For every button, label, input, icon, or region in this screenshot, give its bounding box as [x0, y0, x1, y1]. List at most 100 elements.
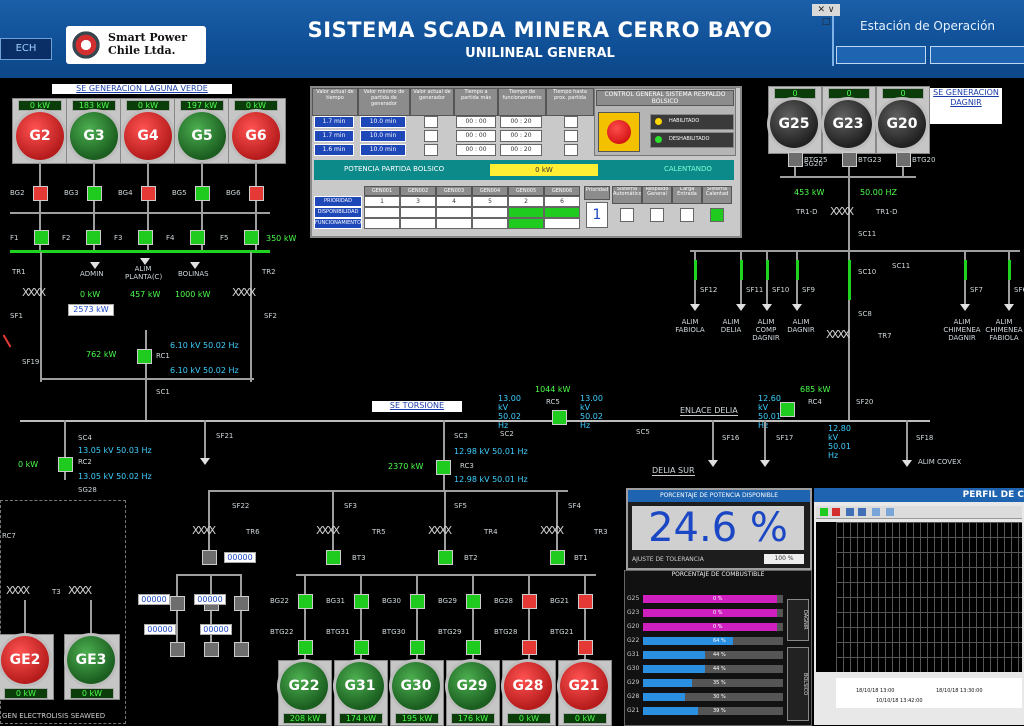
breaker-btg28[interactable]	[522, 640, 537, 655]
trend-play-icon[interactable]	[820, 508, 828, 516]
tolerance-value[interactable]: 100 %	[764, 554, 804, 564]
breaker-btg20[interactable]	[896, 152, 911, 167]
generator-g25[interactable]: G25	[770, 100, 818, 148]
breaker-bt1[interactable]	[550, 550, 565, 565]
breaker-rc5[interactable]	[552, 410, 567, 425]
cp-check[interactable]	[424, 130, 438, 142]
gen-priority[interactable]: 6	[544, 196, 580, 207]
cp-time[interactable]: 1.6 min	[314, 144, 354, 156]
breaker-btg22[interactable]	[298, 640, 313, 655]
breaker-tr6-low-1[interactable]	[204, 642, 219, 657]
cp-check[interactable]	[424, 144, 438, 156]
cp-min[interactable]: 10.0 min	[360, 116, 406, 128]
breaker-rc2[interactable]	[58, 457, 73, 472]
emergency-stop-button[interactable]	[598, 112, 640, 152]
window-controls[interactable]: ✕ ∨ □	[812, 4, 840, 27]
breaker-bg3[interactable]	[87, 186, 102, 201]
side-toggle[interactable]	[650, 208, 664, 222]
gen-priority[interactable]: 5	[472, 196, 508, 207]
trend-print-icon[interactable]	[872, 508, 880, 516]
breaker-bg21[interactable]	[578, 594, 593, 609]
generator-g29[interactable]: G29	[448, 662, 496, 710]
setpoint-input[interactable]: 00000	[194, 594, 226, 605]
breaker-rc1[interactable]	[137, 349, 152, 364]
breaker-bg29[interactable]	[466, 594, 481, 609]
deshabilitado-indicator[interactable]: DESHABILITADO	[650, 132, 734, 148]
gen-priority[interactable]: 2	[508, 196, 544, 207]
cp-check[interactable]	[424, 116, 438, 128]
link-dagnir[interactable]: SE GENERACION DAGNIR	[930, 88, 1002, 124]
link-torsione[interactable]: SE TORSIONE	[372, 401, 462, 412]
breaker-rc4[interactable]	[780, 402, 795, 417]
breaker-feeder-1[interactable]	[34, 230, 49, 245]
breaker-btg29[interactable]	[466, 640, 481, 655]
setpoint-input[interactable]: 00000	[144, 624, 176, 635]
generator-g2[interactable]: G2	[16, 112, 64, 160]
trend-settings-icon[interactable]	[886, 508, 894, 516]
generator-g20[interactable]: G20	[878, 100, 926, 148]
generator-ge3[interactable]: GE3	[67, 636, 115, 684]
side-toggle[interactable]	[710, 208, 724, 222]
generator-g3[interactable]: G3	[70, 112, 118, 160]
gen-priority[interactable]: 3	[400, 196, 436, 207]
generator-g30[interactable]: G30	[392, 662, 440, 710]
generator-g4[interactable]: G4	[124, 112, 172, 160]
generator-g22[interactable]: G22	[280, 662, 328, 710]
breaker-btg30[interactable]	[410, 640, 425, 655]
generator-g6[interactable]: G6	[232, 112, 280, 160]
cp-time[interactable]: 1.7 min	[314, 130, 354, 142]
trend-pan-icon[interactable]	[858, 508, 866, 516]
side-toggle[interactable]	[620, 208, 634, 222]
cp-check-2[interactable]	[564, 130, 578, 142]
cp-min[interactable]: 10.0 min	[360, 144, 406, 156]
breaker-bg28[interactable]	[522, 594, 537, 609]
generator-g23[interactable]: G23	[824, 100, 872, 148]
breaker-feeder-3[interactable]	[138, 230, 153, 245]
generator-g28[interactable]: G28	[504, 662, 552, 710]
breaker-bg2[interactable]	[33, 186, 48, 201]
breaker-btg23[interactable]	[842, 152, 857, 167]
setpoint-input[interactable]: 00000	[138, 594, 170, 605]
station-field-2[interactable]	[930, 46, 1024, 64]
breaker-bt2[interactable]	[438, 550, 453, 565]
generator-g5[interactable]: G5	[178, 112, 226, 160]
breaker-btg21[interactable]	[578, 640, 593, 655]
breaker-bg6[interactable]	[249, 186, 264, 201]
breaker-bg5[interactable]	[195, 186, 210, 201]
gen-priority[interactable]: 1	[364, 196, 400, 207]
breaker-btg31[interactable]	[354, 640, 369, 655]
gen-priority[interactable]: 4	[436, 196, 472, 207]
generator-g21[interactable]: G21	[560, 662, 608, 710]
breaker-feeder-5[interactable]	[244, 230, 259, 245]
breaker-feeder-4[interactable]	[190, 230, 205, 245]
breaker-bg4[interactable]	[141, 186, 156, 201]
habilitado-indicator[interactable]: HABILITADO	[650, 114, 734, 130]
setpoint-input[interactable]: 00000	[224, 552, 256, 563]
breaker-bg22[interactable]	[298, 594, 313, 609]
breaker-bg31[interactable]	[354, 594, 369, 609]
breaker-tr6-0[interactable]	[170, 596, 185, 611]
link-laguna-verde[interactable]: SE GENERACION LAGUNA VERDE	[52, 84, 232, 94]
trend-zoom-icon[interactable]	[846, 508, 854, 516]
cp-check-2[interactable]	[564, 144, 578, 156]
breaker-tr6-low-2[interactable]	[234, 642, 249, 657]
prioridad-value[interactable]: 1	[586, 202, 608, 228]
trend-toolbar[interactable]	[816, 506, 1022, 519]
breaker-rc3[interactable]	[436, 460, 451, 475]
setpoint-input[interactable]: 00000	[200, 624, 232, 635]
breaker-tr6-2[interactable]	[234, 596, 249, 611]
station-field-1[interactable]	[836, 46, 926, 64]
breaker-bt3[interactable]	[326, 550, 341, 565]
breaker-tr6-low-0[interactable]	[170, 642, 185, 657]
breaker-tr6[interactable]	[202, 550, 217, 565]
breaker-bg30[interactable]	[410, 594, 425, 609]
cp-time[interactable]: 1.7 min	[314, 116, 354, 128]
cp-check-2[interactable]	[564, 116, 578, 128]
trend-plot[interactable]	[836, 522, 1022, 672]
generator-ge2[interactable]: GE2	[1, 636, 49, 684]
cp-min[interactable]: 10.0 min	[360, 130, 406, 142]
side-toggle[interactable]	[680, 208, 694, 222]
generator-g31[interactable]: G31	[336, 662, 384, 710]
breaker-feeder-2[interactable]	[86, 230, 101, 245]
breaker-btg25[interactable]	[788, 152, 803, 167]
